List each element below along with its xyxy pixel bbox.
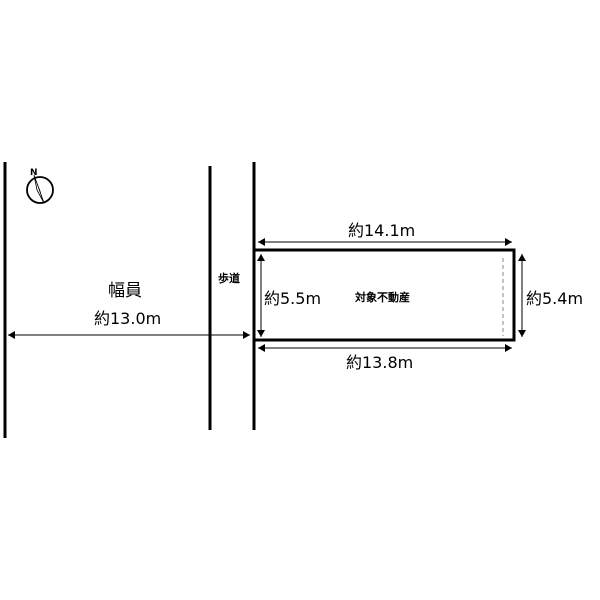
road-width-label: 約13.0m xyxy=(94,309,161,328)
right-depth-dimension-line xyxy=(518,254,526,337)
top-length-dimension-line xyxy=(258,238,512,246)
property-outline xyxy=(252,248,516,342)
right-depth-label: 約5.4m xyxy=(526,289,583,308)
road-width-dimension-line xyxy=(8,331,250,339)
compass-letter: N xyxy=(30,168,38,178)
north-arrow-icon: N xyxy=(26,168,54,204)
sidewalk-label: 歩道 xyxy=(218,271,240,285)
bottom-length-dimension-line xyxy=(258,344,512,352)
road-title: 幅員 xyxy=(108,281,142,301)
bottom-length-label: 約13.8m xyxy=(346,353,413,372)
top-length-label: 約14.1m xyxy=(348,221,415,240)
left-depth-dimension-line xyxy=(257,254,265,337)
left-depth-label: 約5.5m xyxy=(264,289,321,308)
property-label: 対象不動産 xyxy=(354,290,410,304)
